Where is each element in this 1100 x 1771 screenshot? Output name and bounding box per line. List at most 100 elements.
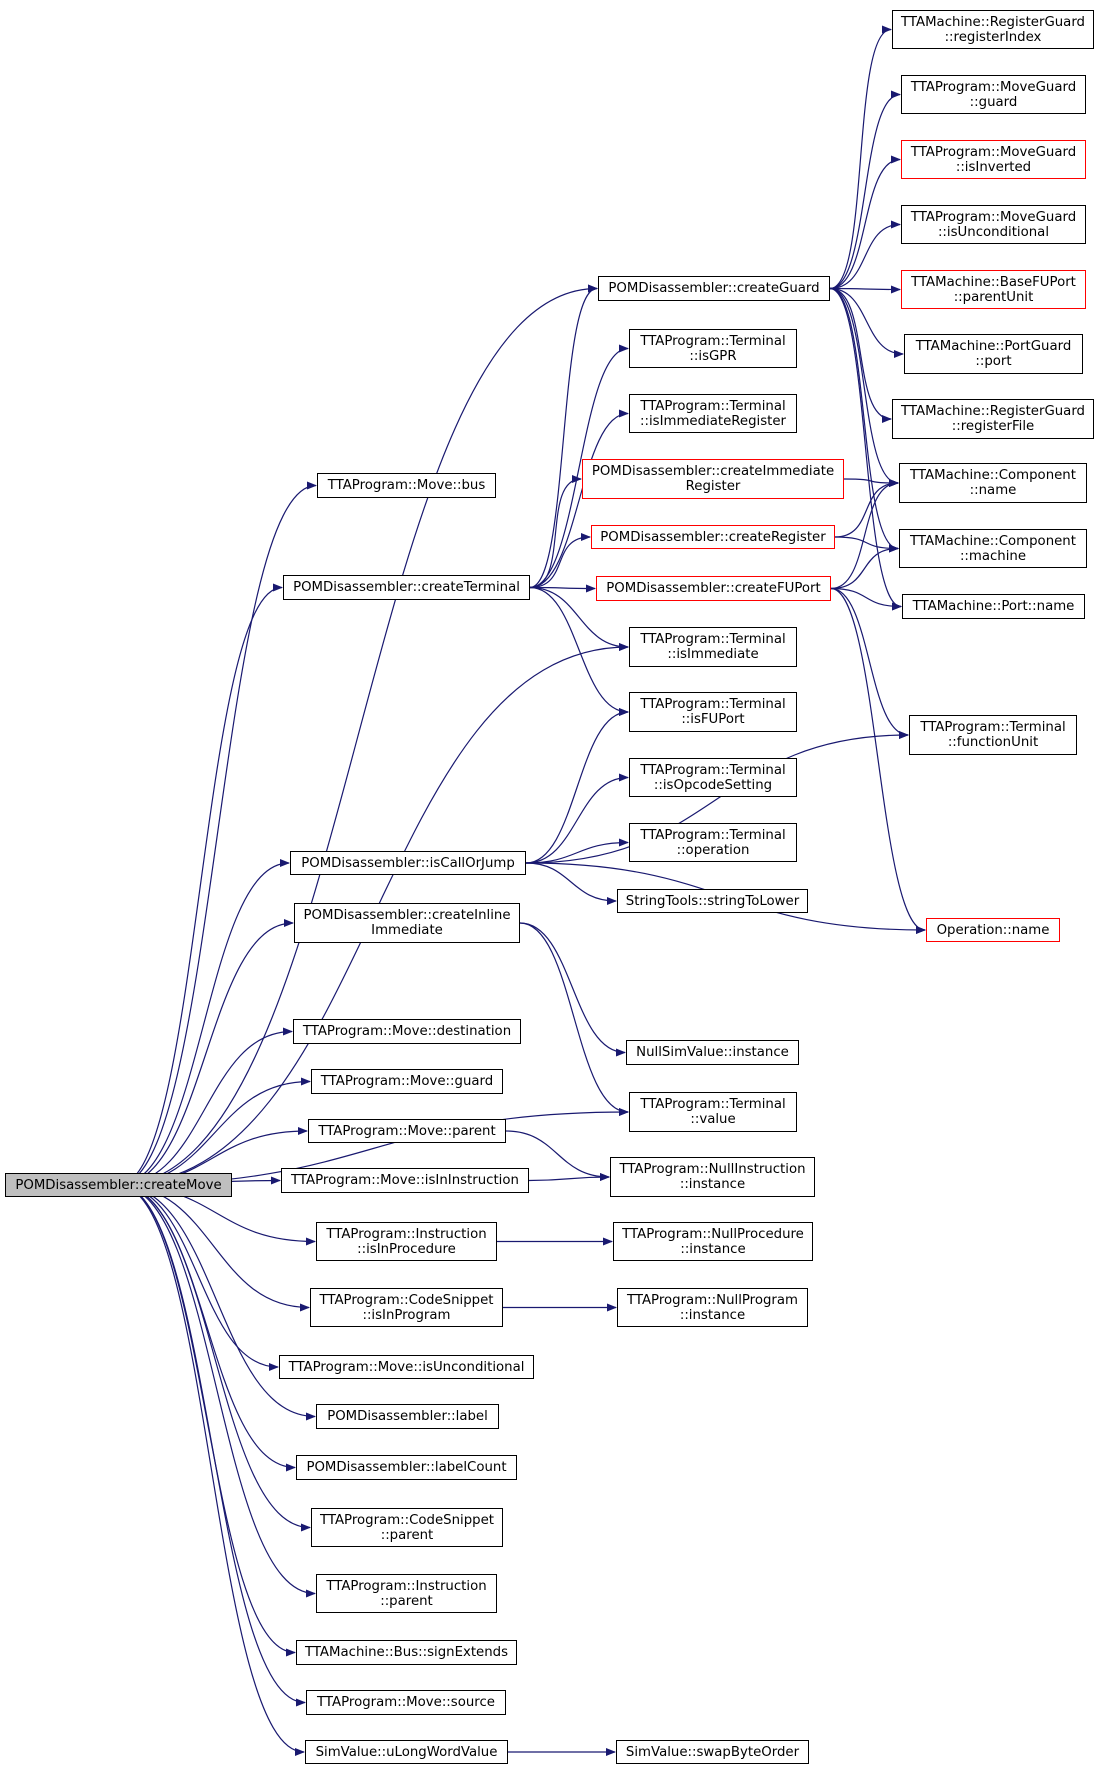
edge-move-parent-to-null-instruction-instance: [505, 1130, 610, 1181]
node-label-line: ::isInProcedure: [357, 1241, 456, 1257]
edge-create-guard-to-port-name: [829, 287, 902, 611]
node-instruction-parent[interactable]: TTAProgram::Instruction::parent: [316, 1574, 497, 1613]
node-label-line: TTAProgram::Terminal: [640, 1097, 786, 1112]
node-null-procedure-instance[interactable]: TTAProgram::NullProcedure::instance: [613, 1222, 813, 1261]
node-component-machine[interactable]: TTAMachine::Component::machine: [899, 529, 1087, 568]
edge-create-guard-to-component-machine: [829, 287, 899, 553]
edge-create-terminal-to-create-register: [529, 533, 591, 589]
node-port-name[interactable]: TTAMachine::Port::name: [902, 594, 1085, 619]
node-label[interactable]: POMDisassembler::label: [316, 1404, 499, 1429]
node-register-guard-register-file[interactable]: TTAMachine::RegisterGuard::registerFile: [892, 399, 1094, 439]
node-label-line: TTAProgram::Instruction: [326, 1578, 487, 1594]
node-label-line: POMDisassembler::createGuard: [608, 281, 820, 296]
node-label-line: ::isInverted: [955, 159, 1032, 175]
node-operation-name[interactable]: Operation::name: [926, 918, 1060, 942]
node-label-line: TTAMachine::RegisterGuard: [901, 404, 1085, 419]
node-label-line: TTAProgram::NullInstruction: [619, 1162, 806, 1177]
node-label-line: ::isImmediate: [667, 647, 759, 662]
edge-create-register-to-component-machine: [834, 536, 899, 553]
node-label-line: ::parent: [380, 1527, 434, 1543]
edge-create-move-to-code-snippet-parent: [118, 1184, 311, 1532]
edge-create-guard-to-move-guard-is-inverted: [829, 155, 901, 290]
node-create-terminal[interactable]: POMDisassembler::createTerminal: [283, 575, 530, 600]
node-move-bus[interactable]: TTAProgram::Move::bus: [317, 473, 496, 498]
edge-create-move-to-u-long-word-value: [118, 1184, 305, 1756]
node-code-snippet-parent[interactable]: TTAProgram::CodeSnippet::parent: [311, 1508, 503, 1547]
node-label-line: TTAProgram::Instruction: [326, 1226, 487, 1242]
node-base-fu-port-parent-unit[interactable]: TTAMachine::BaseFUPort::parentUnit: [901, 270, 1086, 309]
node-label-line: TTAProgram::Move::isInInstruction: [291, 1173, 519, 1188]
edge-create-guard-to-port-guard-port: [829, 287, 904, 358]
edge-create-guard-to-component-name: [829, 287, 899, 487]
node-label-line: ::isOpcodeSetting: [653, 777, 773, 793]
node-label-line: TTAMachine::Component: [910, 533, 1076, 549]
node-label-line: TTAMachine::PortGuard: [915, 339, 1072, 354]
edge-create-move-to-move-bus: [118, 481, 317, 1186]
node-label-line: TTAProgram::Terminal: [640, 632, 786, 647]
node-label-line: TTAProgram::Terminal: [640, 762, 786, 778]
node-move-is-unconditional[interactable]: TTAProgram::Move::isUnconditional: [279, 1355, 534, 1379]
node-instruction-is-in-procedure[interactable]: TTAProgram::Instruction::isInProcedure: [316, 1222, 497, 1261]
node-null-program-instance[interactable]: TTAProgram::NullProgram::instance: [617, 1288, 808, 1327]
node-label-line: TTAProgram::CodeSnippet: [319, 1512, 494, 1528]
node-component-name[interactable]: TTAMachine::Component::name: [899, 463, 1087, 503]
edge-create-immediate-register-to-component-name: [843, 478, 899, 487]
node-terminal-is-immediate-register[interactable]: TTAProgram::Terminal::isImmediateRegiste…: [629, 394, 797, 433]
node-terminal-is-opcode-setting[interactable]: TTAProgram::Terminal::isOpcodeSetting: [629, 758, 797, 797]
node-terminal-function-unit[interactable]: TTAProgram::Terminal::functionUnit: [909, 715, 1077, 755]
node-is-call-or-jump[interactable]: POMDisassembler::isCallOrJump: [290, 851, 526, 875]
node-create-guard[interactable]: POMDisassembler::createGuard: [598, 276, 830, 301]
node-move-is-in-instruction[interactable]: TTAProgram::Move::isInInstruction: [281, 1168, 529, 1193]
node-move-guard[interactable]: TTAProgram::Move::guard: [311, 1069, 503, 1094]
node-bus-sign-extends[interactable]: TTAMachine::Bus::signExtends: [296, 1640, 517, 1665]
node-create-register[interactable]: POMDisassembler::createRegister: [591, 525, 835, 549]
node-label-line: ::isImmediateRegister: [639, 413, 786, 429]
node-move-parent[interactable]: TTAProgram::Move::parent: [308, 1119, 506, 1143]
node-u-long-word-value[interactable]: SimValue::uLongWordValue: [305, 1740, 508, 1764]
node-move-guard-is-inverted[interactable]: TTAProgram::MoveGuard::isInverted: [901, 140, 1086, 179]
node-label-line: ::name: [969, 483, 1017, 498]
node-move-destination[interactable]: TTAProgram::Move::destination: [293, 1019, 521, 1044]
node-string-to-lower[interactable]: StringTools::stringToLower: [617, 889, 808, 913]
node-code-snippet-is-in-program[interactable]: TTAProgram::CodeSnippet::isInProgram: [310, 1288, 503, 1327]
node-label-line: POMDisassembler::createImmediate: [591, 464, 835, 479]
node-label-line: TTAProgram::Move::source: [317, 1695, 495, 1710]
node-label-line: TTAProgram::Move::bus: [327, 478, 486, 493]
node-label-line: ::isGPR: [689, 348, 737, 364]
edge-is-call-or-jump-to-string-to-lower: [525, 862, 617, 905]
node-label-line: ::parentUnit: [953, 289, 1034, 305]
node-register-guard-register-index[interactable]: TTAMachine::RegisterGuard::registerIndex: [892, 10, 1094, 49]
node-move-guard-guard[interactable]: TTAProgram::MoveGuard::guard: [901, 75, 1086, 114]
node-port-guard-port[interactable]: TTAMachine::PortGuard::port: [904, 334, 1083, 374]
node-label-line: TTAMachine::RegisterGuard: [901, 14, 1085, 30]
edge-create-fu-port-to-component-name: [830, 479, 899, 590]
node-null-instruction-instance[interactable]: TTAProgram::NullInstruction::instance: [610, 1157, 815, 1197]
node-label-line: TTAProgram::Move::destination: [302, 1024, 512, 1039]
node-null-sim-value-instance[interactable]: NullSimValue::instance: [626, 1040, 799, 1065]
node-label-line: ::guard: [969, 94, 1018, 110]
node-terminal-is-gpr[interactable]: TTAProgram::Terminal::isGPR: [629, 329, 797, 368]
edge-is-call-or-jump-to-terminal-is-fu-port: [525, 708, 629, 864]
node-label-line: TTAProgram::Terminal: [640, 333, 786, 349]
node-create-fu-port[interactable]: POMDisassembler::createFUPort: [596, 576, 831, 601]
node-move-guard-is-unconditional[interactable]: TTAProgram::MoveGuard::isUnconditional: [901, 205, 1086, 244]
edge-create-fu-port-to-component-machine: [830, 544, 899, 590]
edge-is-call-or-jump-to-terminal-is-opcode-setting: [525, 773, 629, 864]
node-label-count[interactable]: POMDisassembler::labelCount: [296, 1455, 517, 1480]
node-terminal-value[interactable]: TTAProgram::Terminal::value: [629, 1092, 797, 1132]
node-label-line: TTAProgram::Terminal: [640, 697, 786, 712]
edge-create-terminal-to-create-fu-port: [529, 584, 596, 593]
node-label-line: Immediate: [371, 923, 443, 938]
node-terminal-is-immediate[interactable]: TTAProgram::Terminal::isImmediate: [629, 627, 797, 667]
node-terminal-is-fu-port[interactable]: TTAProgram::Terminal::isFUPort: [629, 692, 797, 732]
edge-create-terminal-to-create-immediate-register: [529, 475, 582, 589]
node-label-line: ::isInProgram: [362, 1307, 451, 1323]
node-terminal-operation[interactable]: TTAProgram::Terminal::operation: [629, 823, 797, 862]
node-move-source[interactable]: TTAProgram::Move::source: [306, 1690, 506, 1715]
node-swap-byte-order[interactable]: SimValue::swapByteOrder: [616, 1740, 809, 1764]
node-label-line: ::isUnconditional: [937, 224, 1050, 240]
edge-create-terminal-to-terminal-is-fu-port: [529, 586, 629, 716]
node-label-line: ::parent: [380, 1593, 433, 1609]
